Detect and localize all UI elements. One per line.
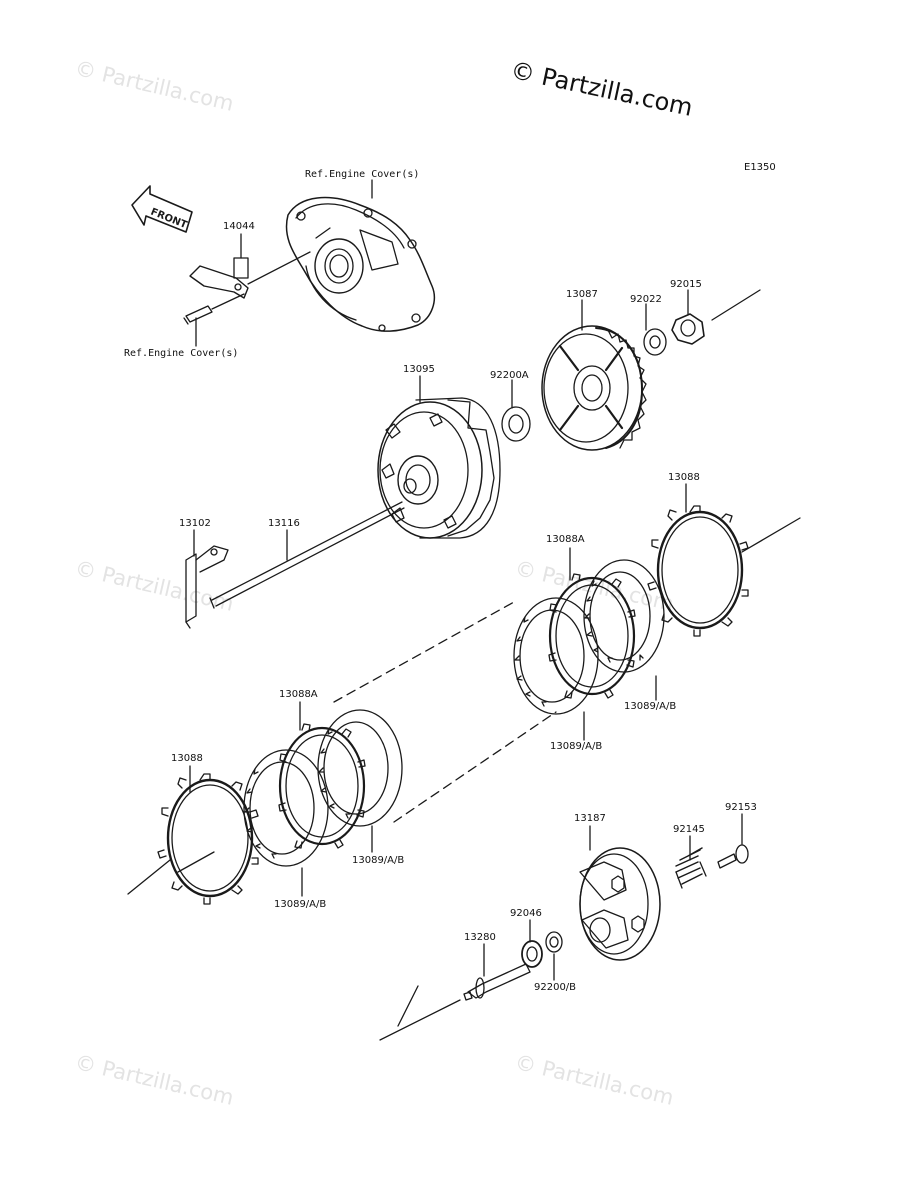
washer-92200A — [501, 406, 531, 442]
part-label-13280[interactable]: 13280 — [464, 932, 496, 943]
part-label-13089AB[interactable]: 13089/A/B — [550, 741, 603, 752]
steel-plate-13089 — [583, 559, 665, 673]
nut-92015 — [671, 313, 705, 345]
clutch-housing-13095 — [377, 397, 501, 539]
part-label-92145[interactable]: 92145 — [673, 824, 705, 835]
gear-13087 — [541, 325, 647, 451]
part-label-13088A[interactable]: 13088A — [546, 534, 585, 545]
part-label-13089AB[interactable]: 13089/A/B — [274, 899, 327, 910]
engine-cover — [285, 196, 436, 332]
washer-92200B — [545, 931, 563, 953]
part-label-13087[interactable]: 13087 — [566, 289, 598, 300]
part-label-13116[interactable]: 13116 — [268, 518, 300, 529]
lever-13102 — [185, 545, 229, 629]
leader-line — [741, 517, 801, 553]
part-label-92046[interactable]: 92046 — [510, 908, 542, 919]
part-label-13088A[interactable]: 13088A — [279, 689, 318, 700]
leader-line — [379, 985, 461, 1041]
svg-text:FRONT: FRONT — [149, 207, 189, 232]
friction-plate-13088A — [278, 723, 366, 849]
leader-line — [127, 851, 215, 895]
washer-92022 — [643, 328, 667, 356]
part-label-13089AB[interactable]: 13089/A/B — [352, 855, 405, 866]
front-arrow-icon: FRONT — [131, 185, 193, 233]
spring-92145 — [675, 847, 707, 889]
ref-engine-cover-label[interactable]: Ref.Engine Cover(s) — [124, 348, 239, 359]
bracket-14044 — [189, 257, 249, 299]
bearing-92046 — [521, 940, 543, 968]
steel-plate-13089 — [513, 597, 599, 715]
pressure-plate-13187 — [579, 847, 661, 961]
part-label-92015[interactable]: 92015 — [670, 279, 702, 290]
part-label-92200A[interactable]: 92200A — [490, 370, 529, 381]
leader-line — [211, 293, 245, 310]
part-label-13187[interactable]: 13187 — [574, 813, 606, 824]
bolt — [183, 305, 213, 325]
alignment-dashed-line — [333, 601, 557, 823]
part-label-14044[interactable]: 14044 — [223, 221, 255, 232]
part-label-92153[interactable]: 92153 — [725, 802, 757, 813]
part-label-13095[interactable]: 13095 — [403, 364, 435, 375]
part-label-92200B[interactable]: 92200/B — [534, 982, 577, 993]
bolt-92153 — [717, 844, 749, 869]
part-label-13088[interactable]: 13088 — [668, 472, 700, 483]
part-label-92022[interactable]: 92022 — [630, 294, 662, 305]
diagram-code: E1350 — [744, 162, 776, 173]
part-label-13088[interactable]: 13088 — [171, 753, 203, 764]
leader-line — [247, 251, 311, 285]
friction-plate-13088 — [157, 773, 259, 905]
friction-plate-13088 — [647, 505, 749, 637]
leader-line — [711, 289, 761, 321]
push-rod-13116 — [209, 501, 405, 609]
part-label-13102[interactable]: 13102 — [179, 518, 211, 529]
part-label-13089AB[interactable]: 13089/A/B — [624, 701, 677, 712]
ref-engine-cover-label[interactable]: Ref.Engine Cover(s) — [305, 169, 420, 180]
steel-plate-13089 — [243, 749, 329, 867]
pushrod-13280 — [463, 963, 531, 1001]
